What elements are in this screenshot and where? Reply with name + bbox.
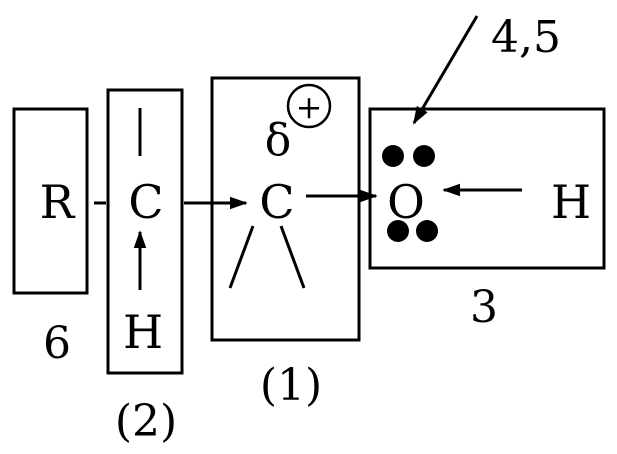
atom-c2-label: C [128,175,163,229]
bond-c1-right [279,225,306,289]
box-3-caption: 3 [470,282,498,333]
box-2 [106,88,184,375]
atom-h2-label: H [123,305,163,359]
box-3 [368,107,606,270]
atom-h3-label: H [551,175,591,229]
box-1-caption: (1) [260,360,322,411]
arrow-annotation-to-o [412,15,479,125]
lone-pair-electron [387,220,409,242]
box-2-group: C H (2) [106,88,184,447]
box-3-group: O H 3 [368,107,606,333]
box-1 [210,76,361,342]
box-r-group: R 6 [12,107,89,369]
atom-c1-label: C [259,175,294,229]
box-2-caption: (2) [115,396,177,447]
bond-c1-left [228,225,255,289]
charge-circle [286,83,332,129]
box-r-caption: 6 [43,318,71,369]
positive-charge-sign: + [296,88,323,126]
lone-pair-electron [413,145,435,167]
atom-o-label: O [387,175,425,229]
box-r [12,107,89,295]
box-1-group: δ + C (1) [210,76,361,411]
lone-pair-electron [382,145,404,167]
delta-symbol: δ [265,115,292,166]
lone-pair-electron [416,220,438,242]
atom-r-label: R [40,175,76,229]
annotation-label: 4,5 [491,12,561,63]
annotation-group: 4,5 [412,12,561,125]
